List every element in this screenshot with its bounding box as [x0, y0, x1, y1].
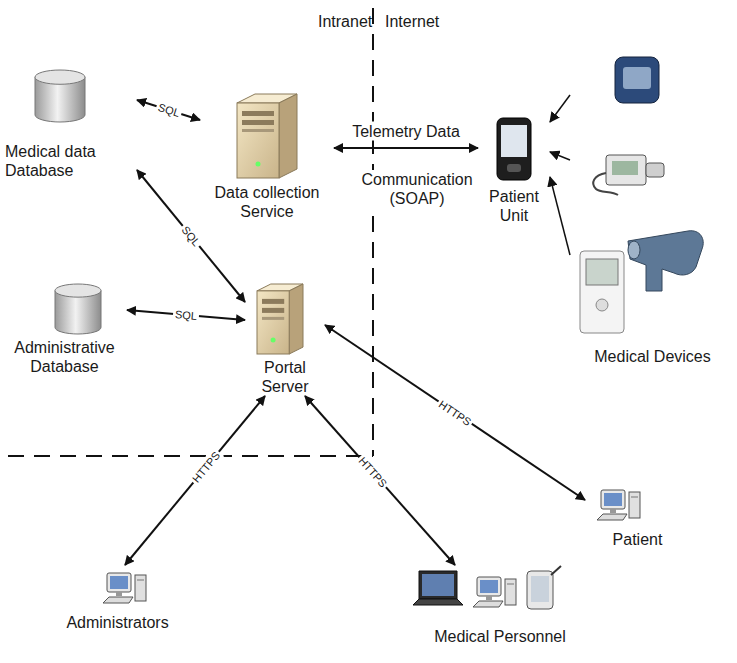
node-icon	[478, 112, 550, 187]
connector-arrow	[550, 152, 570, 160]
zone-label: Internet	[385, 12, 439, 31]
connector-arrow	[125, 396, 265, 565]
node-icon	[585, 485, 690, 530]
connector-arrow	[550, 177, 570, 255]
connector-arrow	[325, 325, 585, 500]
connector-arrow	[334, 147, 478, 149]
node-label: Data collection Service	[200, 183, 334, 221]
node-icon	[245, 280, 325, 358]
node-label: Portal Server	[245, 358, 325, 396]
device-group-node: Medical Devices	[570, 55, 735, 366]
zone-label: Intranet	[318, 12, 372, 31]
zone-divider-vertical	[372, 8, 374, 456]
connector-arrow	[550, 95, 570, 122]
node-label: Medical Devices	[570, 347, 735, 366]
node-label: Administrators	[45, 613, 190, 632]
edge-label: HTTPS	[434, 396, 475, 430]
node-icon	[405, 565, 595, 627]
zone-divider-horizontal	[8, 455, 373, 457]
server-node: Data collection Service	[200, 88, 334, 221]
edge-label: HTTPS	[354, 452, 391, 491]
server-node: Portal Server	[245, 280, 325, 396]
node-icon	[570, 55, 735, 347]
node-label: Medical data Database	[2, 142, 137, 180]
node-label: Medical Personnel	[405, 627, 595, 646]
connector-arrow	[305, 396, 455, 565]
edge-label: Telemetry Data	[350, 122, 462, 141]
device-node: Patient Unit	[478, 112, 550, 225]
node-label: Patient Unit	[478, 187, 550, 225]
client-node: Administrators	[45, 565, 190, 632]
connector-arrow	[137, 100, 200, 120]
edge-label: SQL	[172, 307, 199, 323]
node-icon	[2, 280, 127, 338]
node-icon	[2, 62, 137, 142]
node-label: Administrative Database	[2, 338, 127, 376]
node-label: Patient	[585, 530, 690, 549]
client-node: Patient	[585, 485, 690, 549]
database-node: Medical data Database	[2, 62, 137, 180]
zone-label: Communication (SOAP)	[347, 170, 487, 208]
edge-label: HTTPS	[188, 447, 224, 487]
client-node: Medical Personnel	[405, 565, 595, 646]
node-icon	[200, 88, 334, 183]
edge-label: SQL	[154, 99, 183, 120]
database-node: Administrative Database	[2, 280, 127, 376]
node-icon	[45, 565, 190, 613]
